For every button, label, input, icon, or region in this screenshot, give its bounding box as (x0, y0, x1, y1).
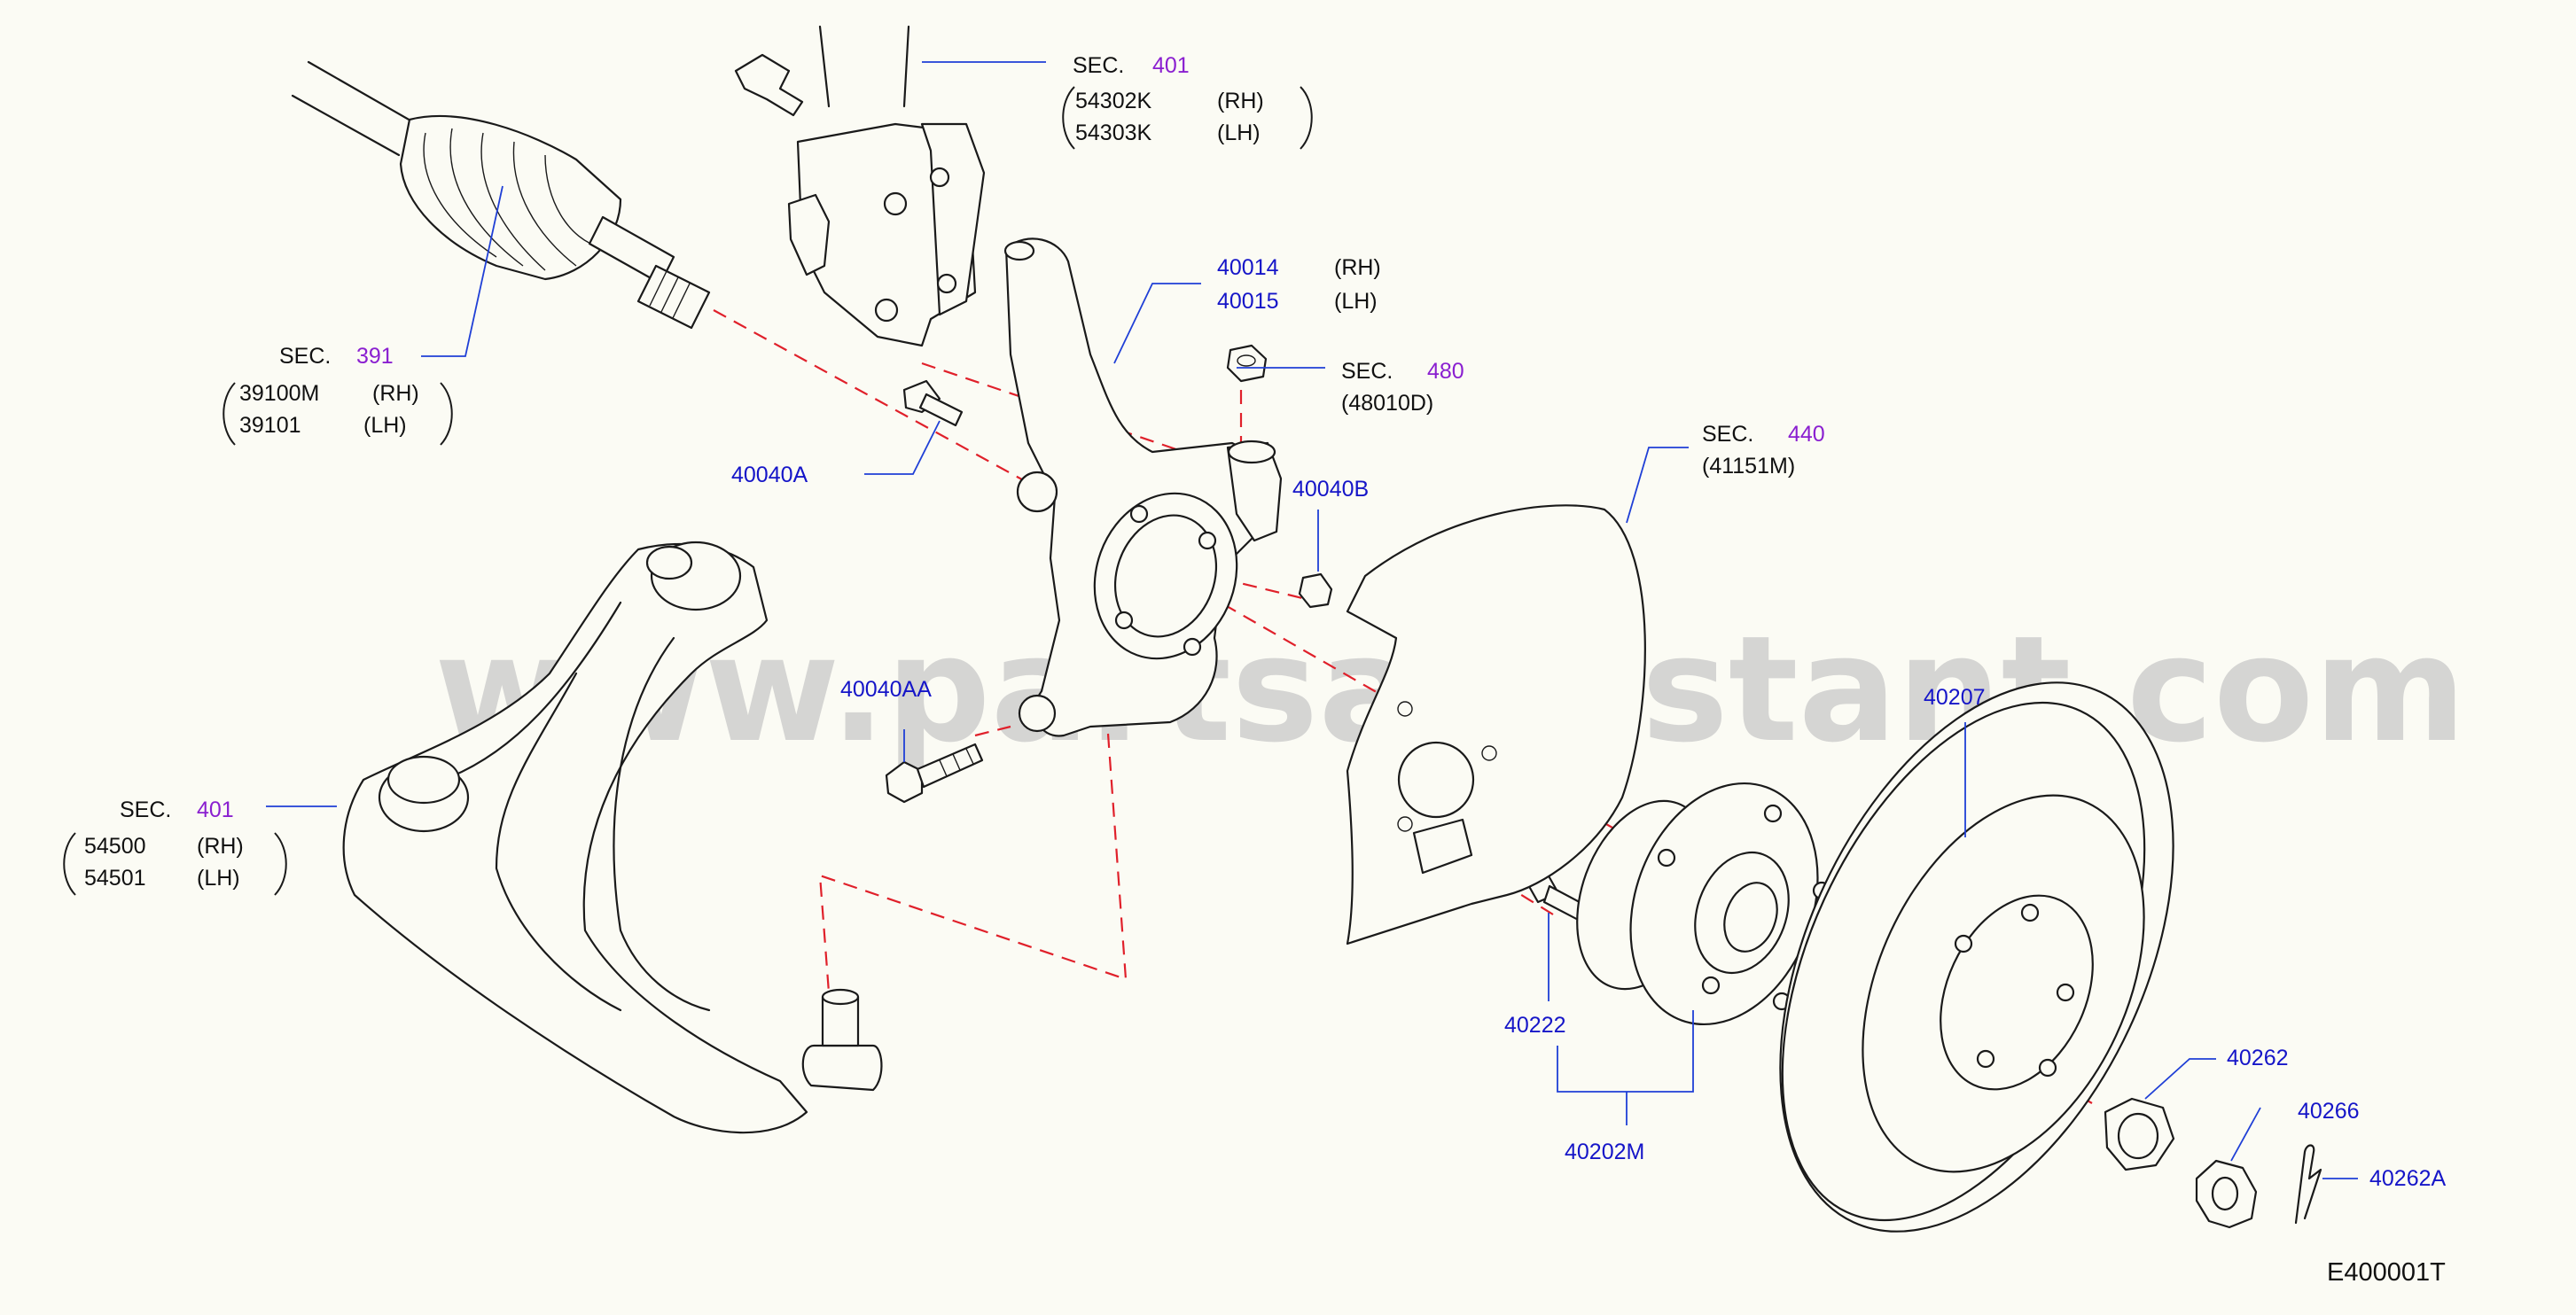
rotor-drawing (1779, 681, 2174, 1233)
splash-sub-part: (41151M) (1702, 454, 1795, 479)
strut-side-lh: (LH) (1217, 121, 1261, 145)
lower-arm-drawing (342, 541, 883, 1134)
label-40266[interactable]: 40266 (2298, 1099, 2360, 1124)
strut-side-rh: (RH) (1217, 89, 1264, 113)
strut-part-rh: 54302K (1075, 89, 1152, 113)
hub-nut-drawing (2104, 1097, 2322, 1229)
knuckle-part-rh[interactable]: 40014 (1217, 255, 1279, 280)
callout-driveshaft: SEC. 391 39100M (RH) 39101 (LH) (239, 344, 419, 438)
callout-nut-480: SEC. 480 (48010D) (1341, 359, 1464, 416)
strut-sec-label: SEC. (1073, 53, 1124, 78)
strut-part-lh: 54303K (1075, 121, 1152, 145)
lowerarm-part-lh: 54501 (84, 866, 146, 891)
driveshaft-part-lh: 39101 (239, 413, 301, 438)
strut-sec-number[interactable]: 401 (1152, 53, 1190, 78)
label-40040A[interactable]: 40040A (731, 463, 808, 487)
lowerarm-side-lh: (LH) (197, 866, 240, 891)
label-40040AA[interactable]: 40040AA (840, 677, 932, 702)
callout-knuckle: 40014 (RH) 40015 (LH) (1217, 255, 1381, 314)
drive-shaft-drawing (291, 60, 711, 330)
lowerarm-sec-number[interactable]: 401 (197, 798, 234, 822)
hub-assembly-drawing (1576, 782, 1831, 1026)
driveshaft-side-rh: (RH) (372, 381, 419, 406)
knuckle-drawing (1003, 237, 1283, 737)
knuckle-side-lh: (LH) (1334, 289, 1378, 314)
nut480-sub-part: (48010D) (1341, 391, 1433, 416)
label-40262[interactable]: 40262 (2227, 1046, 2289, 1070)
part-number-labels: 40040A 40040B 40040AA 40207 40222 40202M… (731, 463, 2447, 1191)
nut480-sec-number[interactable]: 480 (1427, 359, 1464, 384)
callout-splash-guard: SEC. 440 (41151M) (1702, 422, 1825, 479)
lowerarm-sec-label: SEC. (120, 798, 171, 822)
lowerarm-side-rh: (RH) (197, 834, 244, 859)
label-40262A[interactable]: 40262A (2369, 1166, 2447, 1191)
label-40207[interactable]: 40207 (1924, 685, 1986, 710)
knuckle-side-rh: (RH) (1334, 255, 1381, 280)
label-40202M[interactable]: 40202M (1565, 1140, 1644, 1164)
splash-sec-label: SEC. (1702, 422, 1753, 447)
lowerarm-part-rh: 54500 (84, 834, 146, 859)
splash-sec-number[interactable]: 440 (1788, 422, 1825, 447)
splash-guard-drawing (1346, 504, 1646, 945)
grouping-brackets (63, 86, 1313, 896)
callout-lower-arm: SEC. 401 54500 (RH) 54501 (LH) (84, 798, 244, 891)
label-40040B[interactable]: 40040B (1292, 477, 1369, 502)
leader-lines (266, 61, 2358, 1179)
nut480-sec-label: SEC. (1341, 359, 1393, 384)
driveshaft-part-rh: 39100M (239, 381, 319, 406)
knuckle-part-lh[interactable]: 40015 (1217, 289, 1279, 314)
strut-drawing (734, 25, 986, 347)
driveshaft-sec-label: SEC. (279, 344, 331, 369)
driveshaft-sec-number[interactable]: 391 (356, 344, 394, 369)
driveshaft-side-lh: (LH) (363, 413, 407, 438)
callout-strut: SEC. 401 54302K (RH) 54303K (LH) (1073, 53, 1264, 145)
diagram-code: E400001T (2327, 1258, 2446, 1287)
label-40222[interactable]: 40222 (1504, 1013, 1566, 1038)
